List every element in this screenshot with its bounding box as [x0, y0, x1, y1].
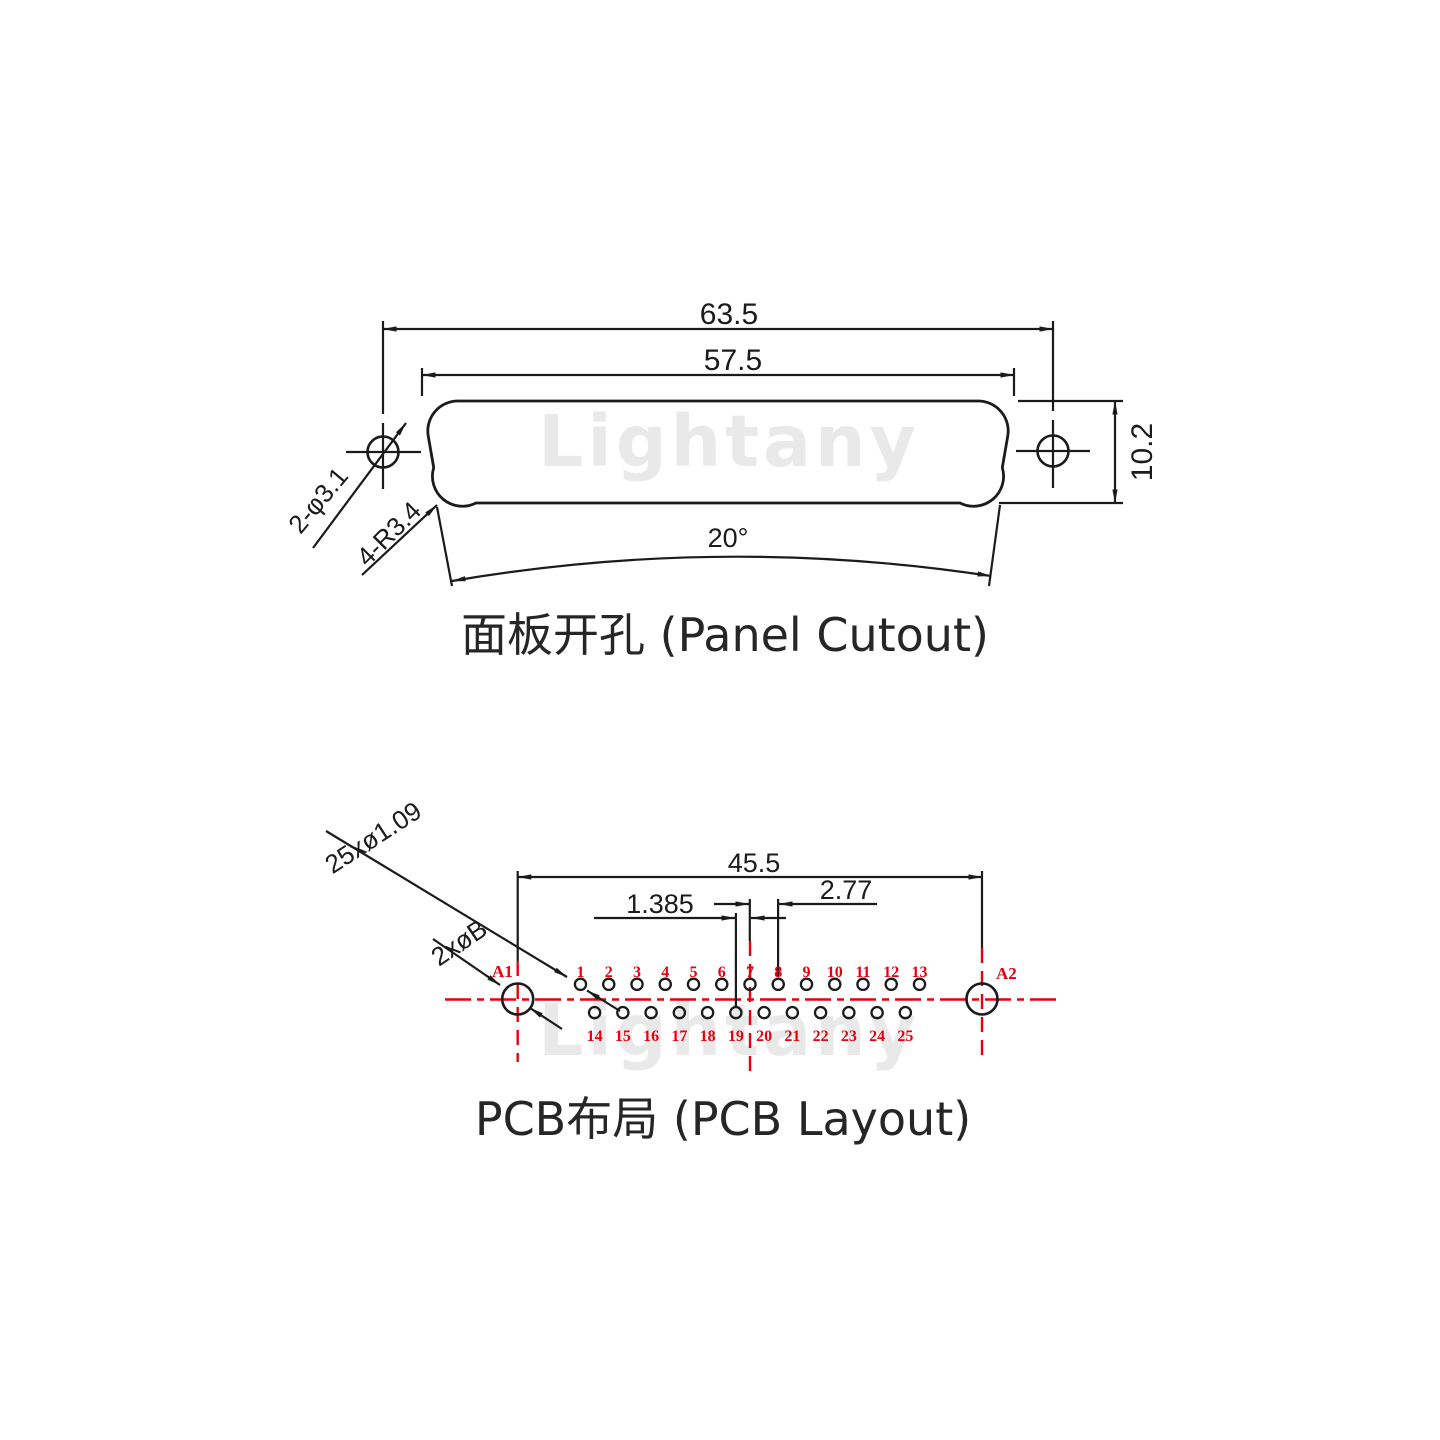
pin-hole — [602, 977, 616, 992]
pin-hole — [898, 1005, 913, 1020]
pin-hole — [799, 977, 814, 992]
pin-number: 1 — [577, 964, 585, 981]
dim-pin-pitch: 2.77 — [820, 875, 873, 905]
pin-hole — [757, 1005, 771, 1020]
label-a1: A1 — [492, 962, 513, 981]
pin-hole — [672, 1005, 687, 1020]
pin-hole — [729, 1005, 743, 1020]
pin-number: 3 — [633, 964, 641, 981]
pin-hole — [644, 1005, 658, 1020]
pin-number: 22 — [813, 1028, 829, 1045]
dim-side-angle: 20° — [708, 523, 749, 553]
pin-hole — [700, 1005, 715, 1020]
leader-pin-holes-1 — [325, 830, 568, 978]
pin-hole — [813, 1005, 828, 1020]
dim-mount-span: 45.5 — [728, 848, 781, 878]
pin-number: 24 — [869, 1028, 885, 1045]
pin-number: 7 — [746, 964, 754, 981]
pin-number: 11 — [855, 964, 870, 981]
panel-cutout-title: 面板开孔 (Panel Cutout) — [461, 608, 989, 662]
angle-ext-right — [987, 504, 1002, 587]
pin-hole — [715, 977, 729, 992]
pin-hole — [870, 1005, 884, 1020]
leader-corner-radius — [361, 504, 438, 576]
label-mount-holes: 2-φ3.1 — [282, 461, 354, 539]
label-corner-radius: 4-R3.4 — [350, 495, 426, 571]
panel-cutout-outline — [426, 399, 1010, 508]
pin-number: 13 — [912, 964, 928, 981]
pin-hole — [573, 977, 588, 992]
leader-pin-holes-2 — [586, 989, 621, 1012]
pin-hole — [771, 977, 786, 992]
angle-ext-left — [435, 506, 454, 587]
leader-mount-b-1 — [432, 938, 501, 986]
pin-number: 23 — [841, 1028, 857, 1045]
pin-number: 5 — [690, 964, 698, 981]
pin-hole — [743, 977, 757, 992]
watermark-bottom: Lightany — [538, 989, 920, 1072]
pin-number: 6 — [718, 964, 726, 981]
label-a2: A2 — [996, 964, 1017, 983]
leader-mount-b-2 — [529, 1007, 563, 1030]
pin-hole — [856, 977, 870, 992]
label-mount-b: 2xøB — [425, 913, 492, 972]
pin-number: 9 — [803, 964, 811, 981]
pin-number: 8 — [774, 964, 782, 981]
pin-number: 20 — [756, 1028, 772, 1045]
mount-hole-a1 — [500, 982, 535, 1016]
pin-hole — [658, 977, 673, 992]
pin-hole — [828, 977, 842, 992]
dim-cutout-width: 57.5 — [704, 344, 762, 377]
pin-hole — [884, 977, 899, 992]
pin-hole — [630, 977, 644, 992]
pin-number: 14 — [587, 1028, 603, 1045]
pin-number: 18 — [700, 1028, 716, 1045]
dim-row-offset: 1.385 — [626, 889, 694, 919]
watermark-top: Lightany — [538, 400, 920, 483]
pcb-layout-title: PCB布局 (PCB Layout) — [475, 1092, 971, 1146]
mount-hole-a2 — [965, 982, 999, 1016]
pin-number: 16 — [643, 1028, 659, 1045]
pin-hole — [686, 977, 701, 992]
pin-number: 21 — [784, 1028, 800, 1045]
angle-arc — [451, 555, 992, 583]
pin-number: 4 — [661, 964, 669, 981]
pin-number: 25 — [897, 1028, 913, 1045]
pin-number: 15 — [615, 1028, 631, 1045]
pin-hole — [842, 1005, 856, 1020]
pin-hole — [785, 1005, 800, 1020]
pin-hole — [616, 1005, 630, 1020]
leader-mount-holes — [312, 422, 407, 549]
dim-cutout-height: 10.2 — [1126, 423, 1159, 481]
pin-hole — [912, 977, 927, 992]
pin-number: 2 — [605, 964, 613, 981]
pin-number: 17 — [671, 1028, 687, 1045]
dim-overall-width: 63.5 — [700, 298, 758, 331]
pin-hole — [587, 1005, 602, 1020]
pin-number: 12 — [883, 964, 899, 981]
pin-number: 19 — [728, 1028, 744, 1045]
pin-number: 10 — [827, 964, 843, 981]
